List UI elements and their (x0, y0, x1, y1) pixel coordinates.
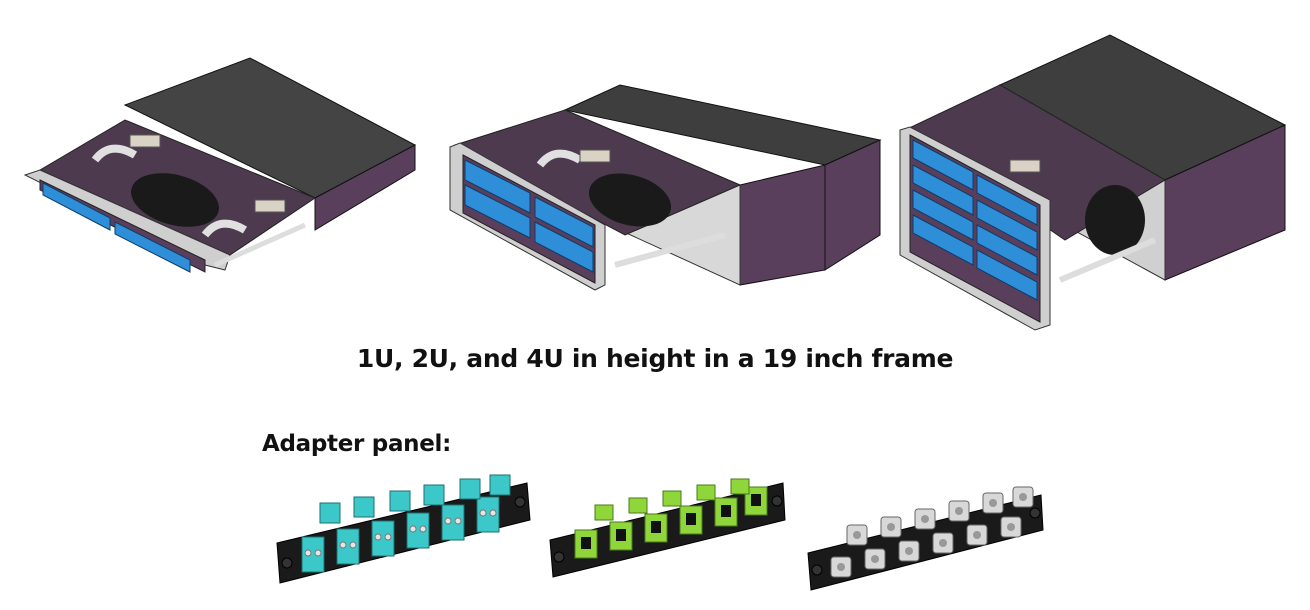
enclosure-4u-image (895, 30, 1290, 331)
frame-height-caption: 1U, 2U, and 4U in height in a 19 inch fr… (356, 344, 954, 373)
enclosure-1u-image (15, 50, 420, 285)
enclosure-2u-image (445, 84, 885, 295)
adapter-panel-sc-green-image (545, 475, 790, 583)
adapter-panel-fc-silver-image (803, 485, 1048, 595)
adapter-panel-lc-aqua-image (272, 474, 534, 590)
adapter-panel-heading: Adapter panel: (262, 431, 452, 457)
